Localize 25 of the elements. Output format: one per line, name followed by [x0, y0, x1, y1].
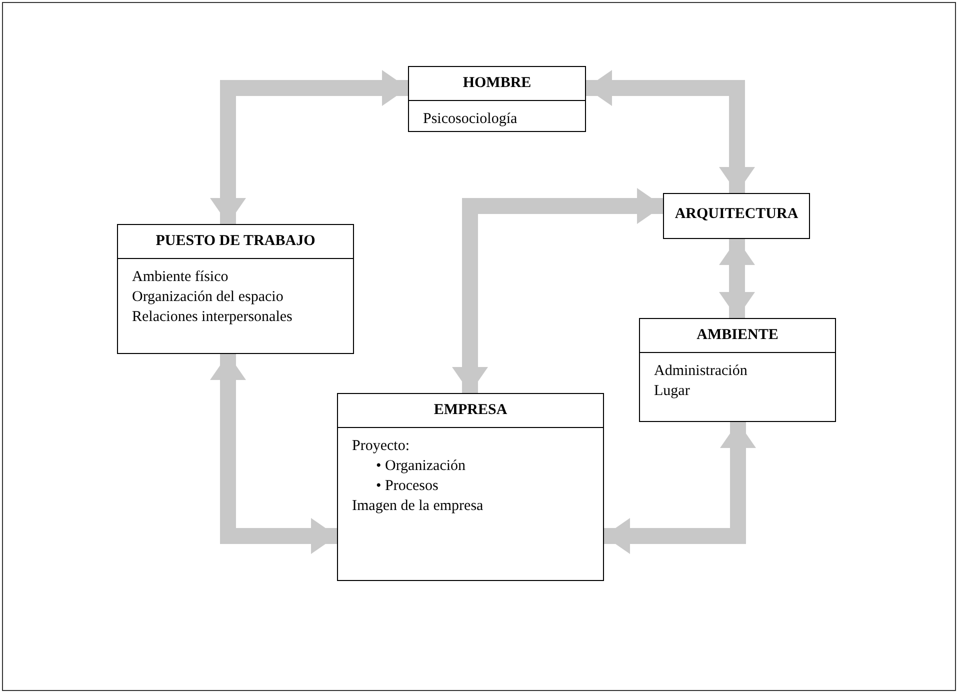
- process-box: [117, 224, 354, 354]
- body-text: Organización del espacio: [132, 288, 284, 307]
- box-heading: EMPRESA: [338, 394, 603, 428]
- process-box: [639, 318, 836, 422]
- box-heading: HOMBRE: [409, 67, 585, 101]
- box-heading: ARQUITECTURA: [674, 205, 800, 224]
- double-arrow: [452, 188, 663, 393]
- body-text: Ambiente físico: [132, 268, 228, 287]
- double-arrow: [604, 422, 756, 554]
- process-box: [663, 193, 810, 239]
- body-text: • Organización: [376, 457, 466, 476]
- box-heading: AMBIENTE: [640, 319, 835, 353]
- process-box: [408, 66, 586, 132]
- body-text: • Procesos: [376, 477, 438, 496]
- body-text: Psicosociología: [423, 110, 518, 129]
- body-text: Relaciones interpersonales: [132, 308, 292, 327]
- process-box: [337, 393, 604, 581]
- body-text: Proyecto:: [352, 437, 410, 456]
- box-heading: PUESTO DE TRABAJO: [118, 225, 353, 259]
- double-arrow: [210, 354, 337, 554]
- double-arrow: [586, 70, 755, 193]
- body-text: Imagen de la empresa: [352, 497, 484, 516]
- double-arrow: [210, 70, 408, 224]
- body-text: Administración: [654, 362, 748, 381]
- body-text: Lugar: [654, 382, 690, 401]
